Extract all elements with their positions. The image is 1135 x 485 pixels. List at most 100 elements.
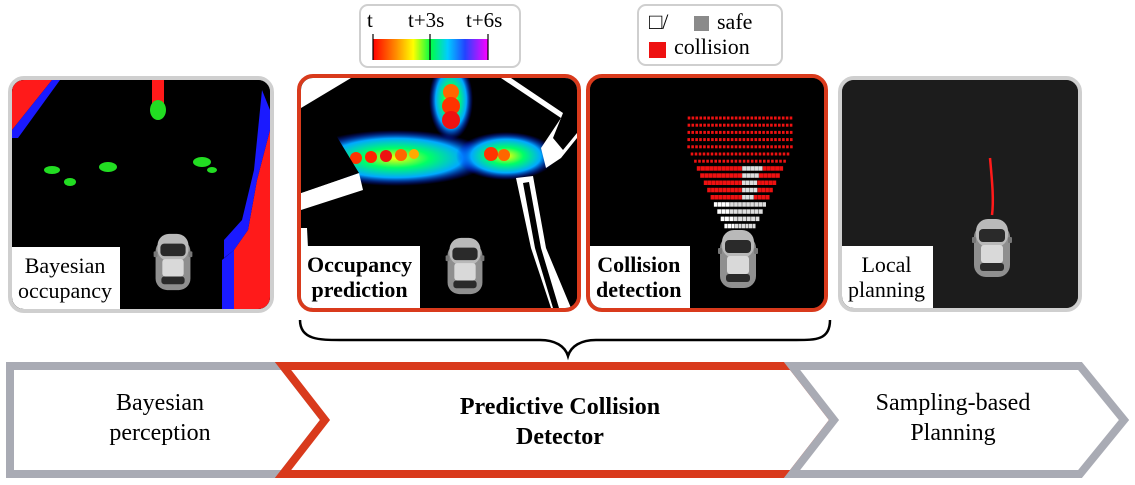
collision-sample xyxy=(695,145,698,149)
collision-sample xyxy=(726,202,730,207)
collision-sample xyxy=(734,195,738,200)
collision-sample xyxy=(691,138,694,142)
collision-sample xyxy=(714,195,719,200)
collision-sample xyxy=(706,159,709,163)
collision-sample xyxy=(749,180,754,185)
collision-sample xyxy=(738,152,742,156)
collision-sample xyxy=(742,159,746,163)
collision-sample xyxy=(707,145,710,149)
collision-sample xyxy=(718,202,722,207)
collision-sample xyxy=(707,123,710,127)
collision-sample xyxy=(770,130,773,134)
collision-sample xyxy=(722,202,726,207)
collision-sample xyxy=(721,173,726,178)
collision-sample xyxy=(734,152,738,156)
collision-sample xyxy=(783,159,786,163)
collision-sample xyxy=(722,130,726,134)
collision-sample xyxy=(765,195,770,200)
collision-sample xyxy=(730,138,734,142)
collision-sample xyxy=(758,123,761,127)
collision-sample xyxy=(758,152,762,156)
collision-sample xyxy=(771,159,774,163)
collision-sample xyxy=(733,173,738,178)
collision-sample xyxy=(699,145,702,149)
collision-sample xyxy=(746,130,750,134)
collision-sample xyxy=(703,145,706,149)
collision-sample xyxy=(738,209,742,214)
collision-sample xyxy=(742,116,746,120)
collision-sample xyxy=(774,130,777,134)
collision-sample xyxy=(778,138,781,142)
collision-sample xyxy=(730,159,734,163)
collision-sample xyxy=(770,145,773,149)
panel-bayesian-occupancy: Bayesian occupancy xyxy=(8,76,274,313)
collision-sample xyxy=(753,180,758,185)
collision-sample xyxy=(762,130,765,134)
collision-sample xyxy=(703,138,706,142)
collision-sample xyxy=(726,130,730,134)
collision-sample xyxy=(722,187,727,193)
collision-sample xyxy=(762,116,765,120)
collision-sample xyxy=(711,138,714,142)
collision-sample xyxy=(746,209,751,214)
collision-sample xyxy=(738,216,742,222)
collision-sample xyxy=(786,130,789,134)
collision-sample xyxy=(762,123,765,127)
collision-sample xyxy=(729,209,734,214)
collision-legend: □/ safe collision xyxy=(637,4,783,66)
collision-sample xyxy=(705,166,709,171)
occupancy-prediction-image xyxy=(301,78,577,308)
collision-sample xyxy=(746,159,750,163)
collision-sample xyxy=(757,195,762,200)
collision-sample xyxy=(730,123,734,127)
collision-sample xyxy=(719,116,722,120)
collision-sample xyxy=(730,187,734,193)
time-label-t6s: t+6s xyxy=(466,8,503,32)
collision-sample xyxy=(755,216,760,222)
collision-sample xyxy=(726,187,731,193)
collision-sample xyxy=(729,216,734,222)
panel-collision-detection: Collision detection xyxy=(586,74,828,312)
collision-sample xyxy=(715,130,718,134)
collision-sample xyxy=(754,152,758,156)
collision-sample xyxy=(758,130,761,134)
collision-sample xyxy=(781,123,785,127)
collision-sample xyxy=(738,116,742,120)
collision-sample xyxy=(778,145,781,149)
collision-sample xyxy=(754,173,759,178)
pipeline-label-predictive-collision-detector: Predictive Collision Detector xyxy=(459,394,661,450)
pipeline-label-bayesian-perception: Bayesian perception xyxy=(109,390,211,446)
collision-sample xyxy=(717,166,722,171)
collision-sample xyxy=(711,187,715,193)
collision-sample xyxy=(746,145,750,149)
collision-sample xyxy=(759,159,762,163)
occupancy-grid-image xyxy=(12,80,270,309)
panel-label: Occupancy prediction xyxy=(301,246,421,308)
collision-sample xyxy=(702,159,705,163)
collision-sample xyxy=(699,138,702,142)
collision-sample xyxy=(713,166,718,171)
collision-sample xyxy=(733,166,738,171)
panel-label: Local planning xyxy=(842,246,933,308)
collision-sample xyxy=(767,159,770,163)
collision-sample xyxy=(750,138,754,142)
collision-sample xyxy=(734,159,738,163)
collision-sample xyxy=(696,166,701,171)
collision-sample xyxy=(758,202,762,207)
collision-label: collision xyxy=(674,34,750,59)
collision-sample xyxy=(733,216,738,222)
collision-sample xyxy=(726,152,730,156)
collision-sample xyxy=(777,116,781,120)
collision-sample xyxy=(711,130,714,134)
collision-sample xyxy=(746,173,751,178)
collision-sample xyxy=(774,152,778,156)
collision-sample xyxy=(752,223,756,229)
collision-sample xyxy=(771,173,776,178)
collision-sample xyxy=(710,195,715,200)
collision-sample xyxy=(706,152,710,156)
collision-sample xyxy=(687,138,690,142)
collision-swatch xyxy=(649,42,666,58)
collision-sample xyxy=(734,145,738,149)
collision-sample xyxy=(767,173,772,178)
collision-sample xyxy=(734,116,738,120)
